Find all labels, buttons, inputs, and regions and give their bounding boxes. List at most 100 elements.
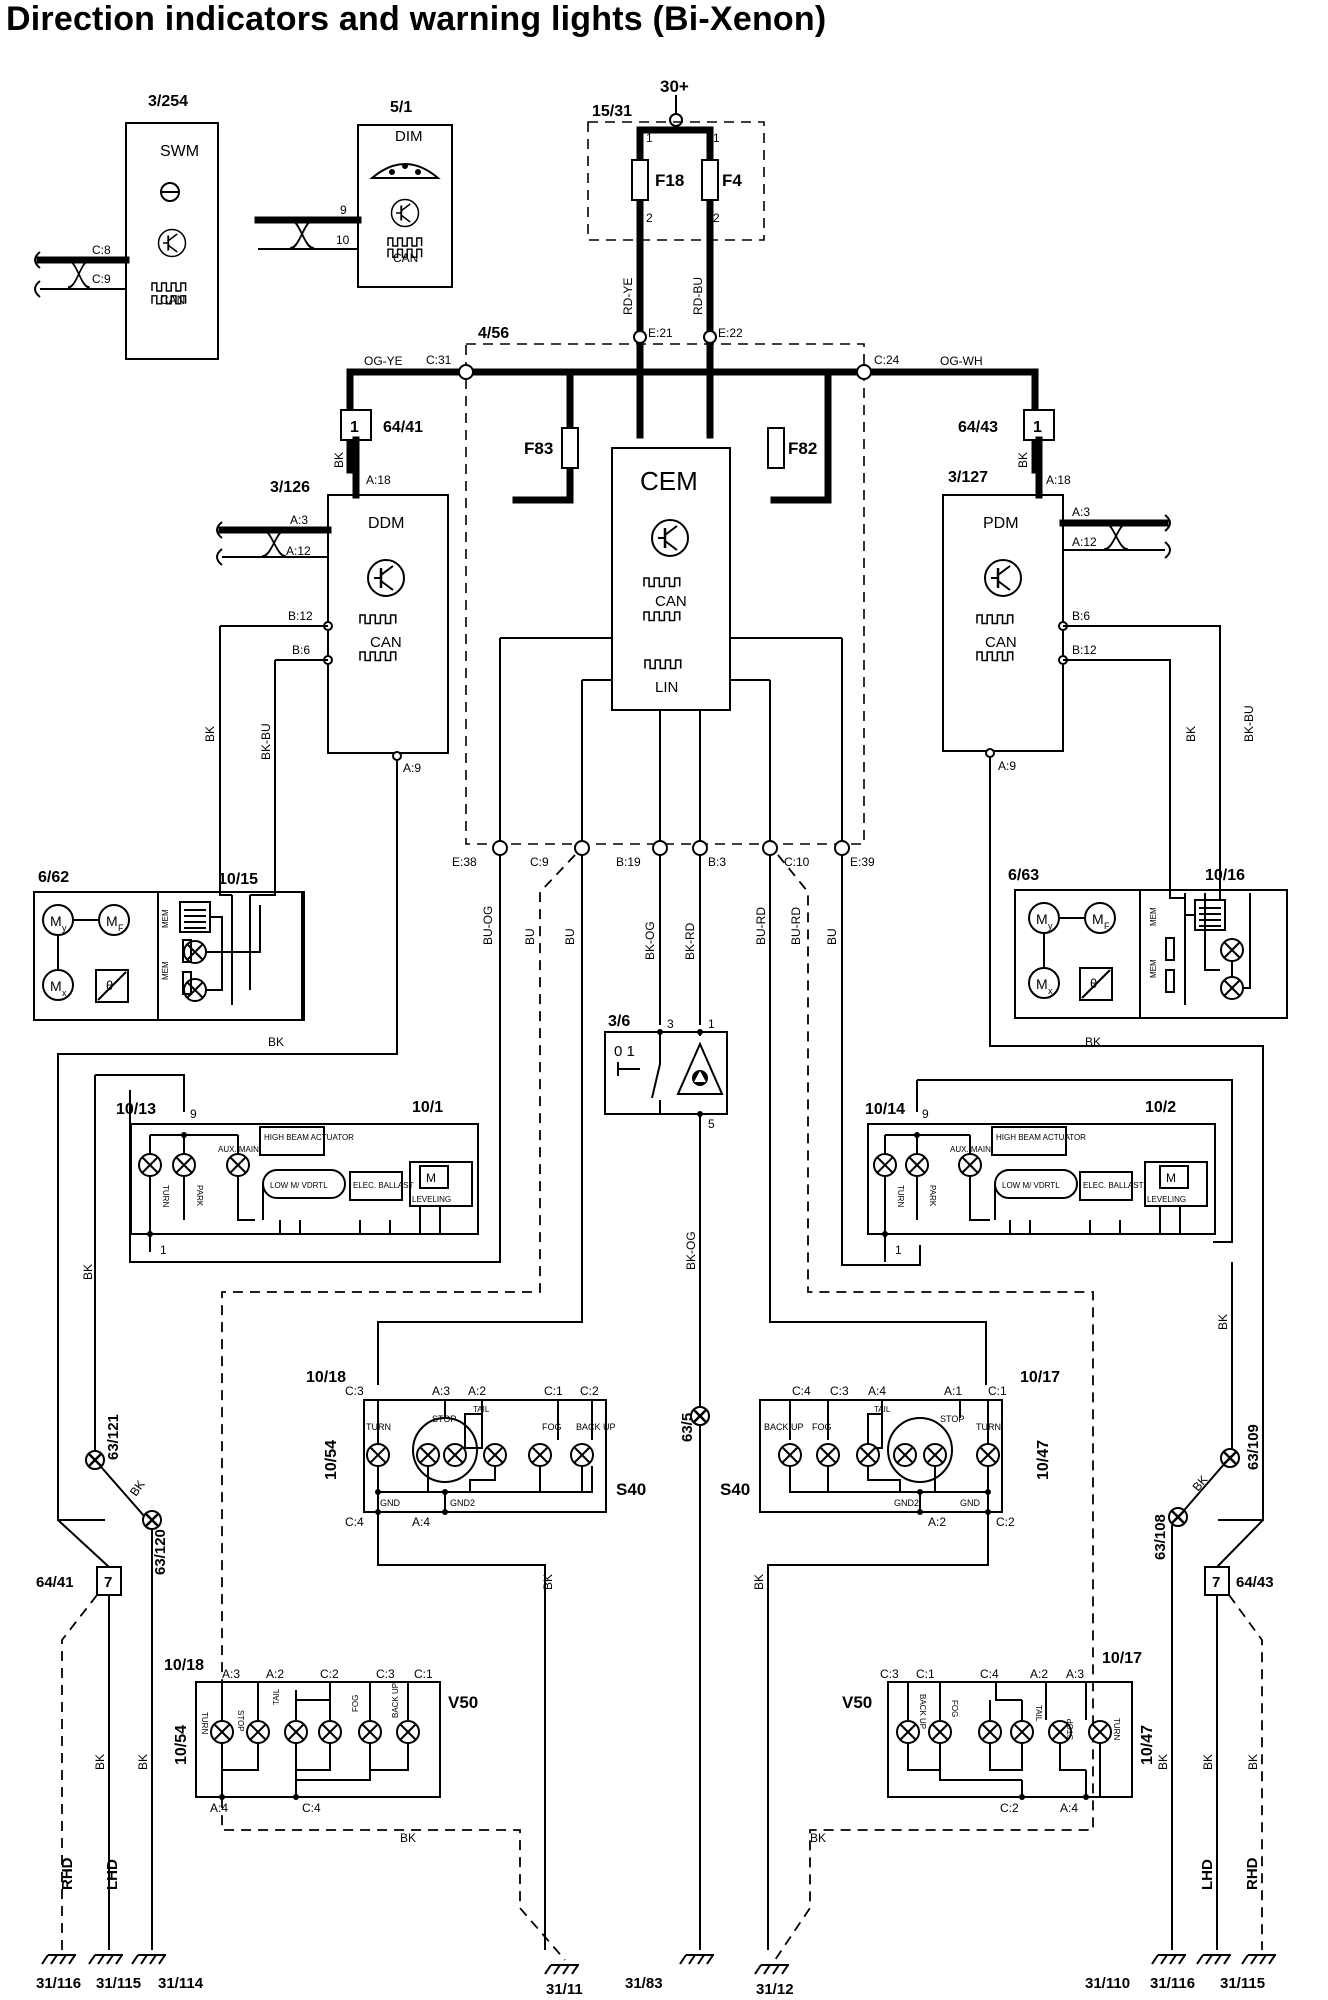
fuse-f18-label: F18 xyxy=(655,171,684,190)
lamp-label: STOP xyxy=(1066,1718,1075,1740)
lamp-label: TAIL xyxy=(874,1405,891,1414)
pdm-id: 3/127 xyxy=(948,469,988,486)
lamp-label: TAIL xyxy=(473,1405,490,1414)
wire-label: BK xyxy=(541,1574,555,1590)
rear-lamp-id: 10/17 xyxy=(1102,1650,1142,1667)
pin-label: C:24 xyxy=(874,353,900,367)
wire-label: BK xyxy=(1190,1473,1211,1494)
pin-label: E:21 xyxy=(648,326,673,340)
model-label: V50 xyxy=(448,1693,478,1712)
mem-label: MEM xyxy=(1149,907,1158,926)
resistor-icon xyxy=(1165,969,1175,993)
pin-label: A:18 xyxy=(1046,473,1071,487)
pin-label: 1 xyxy=(160,1243,167,1257)
can-signal-icon xyxy=(976,651,1014,662)
wire-label: BK-OG xyxy=(684,1231,698,1270)
lamp-label: TURN xyxy=(1112,1718,1121,1740)
pin-label: C:3 xyxy=(376,1667,395,1681)
rear-lamp-side-id: 10/47 xyxy=(1139,1725,1156,1765)
pin-label: A:2 xyxy=(468,1384,486,1398)
can-label: CAN xyxy=(985,634,1017,651)
lamp-label: TURN xyxy=(366,1422,391,1432)
pin-label: C:2 xyxy=(1000,1801,1019,1815)
lamp-icon xyxy=(183,940,207,964)
pin-label: A:12 xyxy=(286,544,311,558)
wire-label: BK xyxy=(1085,1035,1101,1049)
supply-label: 30+ xyxy=(660,77,689,96)
pin-label: 3 xyxy=(667,1017,674,1031)
turn-lamp-icon xyxy=(1088,1720,1112,1744)
connector-id: 64/43 xyxy=(1236,1574,1274,1591)
pin-label: C:1 xyxy=(988,1384,1007,1398)
splice-id: 63/108 xyxy=(1152,1514,1169,1560)
splice-id: 63/109 xyxy=(1245,1424,1262,1470)
cem-box-id: 4/56 xyxy=(478,325,509,342)
pin-label: A:3 xyxy=(1066,1667,1084,1681)
wire-label: BK xyxy=(752,1574,766,1590)
dim-pin-10: 10 xyxy=(336,233,350,247)
splice-id: 63/121 xyxy=(105,1414,122,1460)
hazard-switch[interactable]: 3/6 0 1 3 1 5 BK-OG 63/5 xyxy=(604,1013,728,1950)
pin-label: 7 xyxy=(1212,1574,1220,1591)
lamp-label: LOW M/ VDRTL xyxy=(1002,1181,1060,1190)
page-title: Direction indicators and warning lights … xyxy=(6,0,827,38)
switch-id: 3/6 xyxy=(608,1013,630,1030)
wire-label: BU-RD xyxy=(754,907,768,945)
fusebox-id: 15/31 xyxy=(592,103,632,120)
pin-label: 1 xyxy=(895,1243,902,1257)
mirror-id: 6/62 xyxy=(38,869,69,886)
lamp-label: GND2 xyxy=(894,1498,919,1508)
pin-label: C:9 xyxy=(530,855,549,869)
fog-lamp-icon xyxy=(928,1720,952,1744)
ground-label: 31/115 xyxy=(1220,1975,1265,1992)
pin-label: B:3 xyxy=(708,855,726,869)
lamp-label: BACK UP xyxy=(391,1683,400,1718)
svg-text:M: M xyxy=(1036,911,1048,927)
lamp-icon xyxy=(1220,938,1244,962)
pin-label: E:22 xyxy=(718,326,743,340)
back-up-lamp-icon xyxy=(396,1720,420,1744)
ground-icon xyxy=(1151,1954,1187,1965)
pin-label: B:6 xyxy=(1072,609,1090,623)
turn-lamp-icon xyxy=(210,1720,234,1744)
mem-label: MEM xyxy=(161,961,170,980)
lamp-label: BACK UP xyxy=(918,1694,927,1729)
wire-label: OG-WH xyxy=(940,354,983,368)
pin-label: C:31 xyxy=(426,353,452,367)
lamp-icon xyxy=(1220,976,1244,1000)
svg-text:x: x xyxy=(1048,986,1053,996)
pin-label: A:9 xyxy=(998,759,1016,773)
ground-icon xyxy=(131,1954,167,1965)
pin-label: A:3 xyxy=(432,1384,450,1398)
wire-label: BK xyxy=(127,1478,148,1499)
rear-lamp-s40-left: 10/18 10/54 S40 C:3 A:3 A:2 C:1 C:2 TURN… xyxy=(306,1369,646,1950)
can-label: CAN xyxy=(160,293,185,307)
tail-lamp-icon xyxy=(318,1720,342,1744)
cem-box: 4/56 E:21 E:22 C:31 C:24 OG-YE OG-WH F83… xyxy=(346,236,1039,869)
pin-label: 2 xyxy=(713,211,720,225)
dim-id: 5/1 xyxy=(390,99,412,116)
right-ground-path: BK 63/109 BK 63/108 BK 7 64/43 BK BK LHD… xyxy=(1152,1262,1274,1950)
lhd-label: LHD xyxy=(1199,1859,1216,1890)
twisted-pair-icon xyxy=(288,218,316,250)
lamp-label: TURN xyxy=(896,1185,905,1207)
can-signal-icon xyxy=(359,614,397,625)
lamp-label: LOW M/ VDRTL xyxy=(270,1181,328,1190)
pdm-section: 1 64/43 BK A:18 3/127 PDM CAN A:3 A:12 B… xyxy=(942,409,1264,1521)
lamp-label: AUX. MAIN xyxy=(950,1145,991,1154)
rear-lamp-v50-left: 10/18 10/54 V50 A:3 A:2 C:2 C:3 C:1 TURN… xyxy=(164,1657,478,1845)
lamp-label: ELEC. BALLAST xyxy=(353,1181,414,1190)
wire-label: BK xyxy=(1216,1314,1230,1330)
wire-label: BU xyxy=(825,928,839,945)
lamp-icon xyxy=(183,978,207,1002)
ground-icon xyxy=(1196,1954,1232,1965)
wire-label: BK xyxy=(1016,452,1030,468)
transistor-icon xyxy=(390,198,420,228)
pin-label: A:2 xyxy=(928,1515,946,1529)
ground-label: 31/114 xyxy=(158,1975,204,1992)
dim-name: DIM xyxy=(395,128,423,145)
pin-label: C:4 xyxy=(792,1384,811,1398)
pin-label: A:9 xyxy=(403,761,421,775)
lamp-label: FOG xyxy=(542,1422,562,1432)
